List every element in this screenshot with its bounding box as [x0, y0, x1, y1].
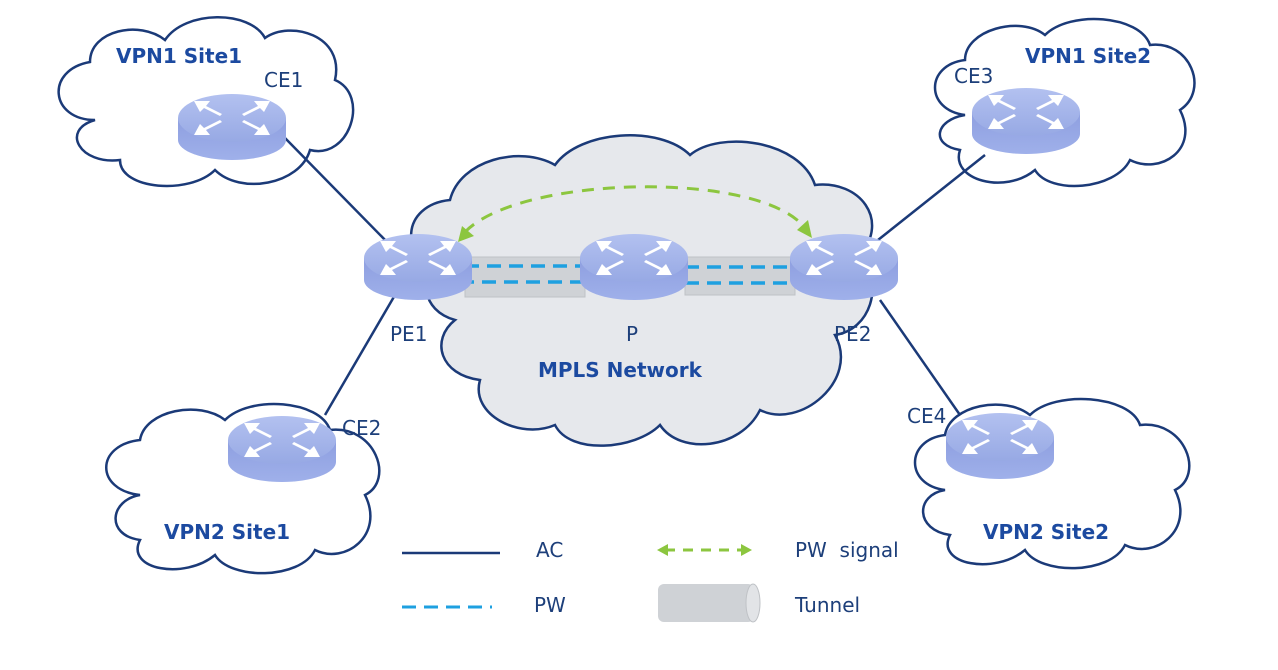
device-label-p: P: [626, 322, 639, 346]
pw-lines: [460, 264, 795, 285]
device-label-pe1: PE1: [390, 322, 428, 346]
legend-label-pw-signal: PW signal: [795, 538, 899, 562]
device-label-ce3: CE3: [954, 64, 994, 88]
device-label-ce1: CE1: [264, 68, 304, 92]
legend-label-pw: PW: [534, 593, 566, 617]
core-title-mpls-network: MPLS Network: [538, 358, 702, 382]
site-title-vpn2-site1: VPN2 Site1: [164, 520, 291, 544]
tunnel-pe1-p: [464, 256, 586, 298]
ac-link-ce4-pe2: [878, 299, 962, 416]
legend-pw-signal-arrow-left: [657, 544, 668, 556]
router-ce1: [178, 94, 286, 160]
router-p: [580, 234, 688, 300]
ac-link-ce3-pe2: [877, 154, 986, 241]
router-ce3: [972, 88, 1080, 154]
device-label-ce2: CE2: [342, 416, 382, 440]
site-title-vpn1-site1: VPN1 Site1: [116, 44, 243, 68]
legend-pw-signal-arrow-right: [741, 544, 752, 556]
device-label-ce4: CE4: [907, 404, 947, 428]
legend-label-ac: AC: [536, 538, 564, 562]
router-pe1: [364, 234, 472, 300]
ac-links: [284, 137, 986, 416]
router-ce4: [946, 413, 1054, 479]
pw-signal-arrowhead-right: [797, 220, 812, 238]
ac-link-ce2-pe1: [323, 294, 397, 416]
legend-tunnel-icon: [658, 583, 761, 623]
device-label-pe2: PE2: [834, 322, 872, 346]
site-title-vpn2-site2: VPN2 Site2: [983, 520, 1110, 544]
pw-signal-arrowhead-left: [458, 226, 474, 242]
legend-label-tunnel: Tunnel: [795, 593, 861, 617]
ac-link-ce1-pe1: [284, 137, 391, 246]
tunnel-p-pe2: [684, 256, 796, 296]
site-title-vpn1-site2: VPN1 Site2: [1025, 44, 1152, 68]
router-ce2: [228, 416, 336, 482]
pw-signal-arc: [463, 185, 807, 234]
router-pe2: [790, 234, 898, 300]
